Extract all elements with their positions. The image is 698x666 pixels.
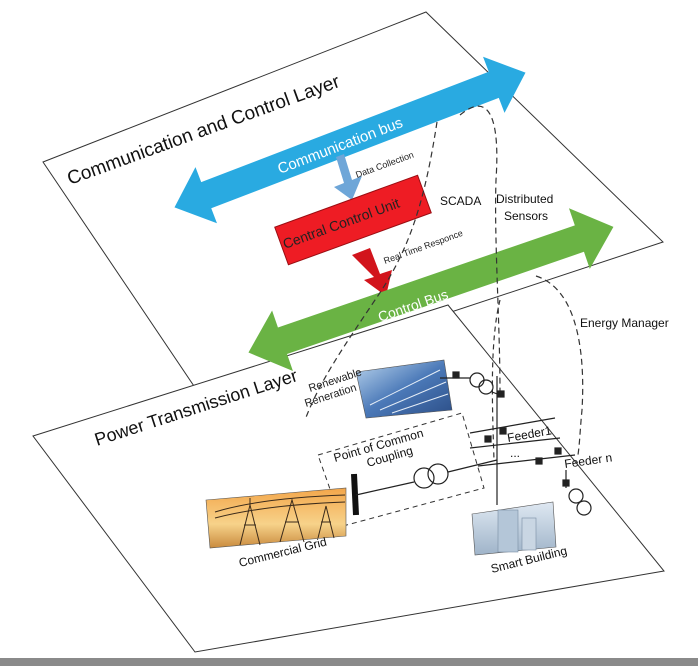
feedern-transformer [562,470,592,516]
scada-label: SCADA [440,194,481,208]
distributed-sensors-label-1: Distributed [496,192,553,206]
energy-manager-label: Energy Manager [580,316,669,330]
pcc-transformer [413,463,449,489]
distributed-sensors-label-2: Sensors [504,209,548,223]
central-control-unit-box [274,174,432,266]
bottom-border-strip [0,658,698,666]
communication-bus-arrow [174,56,526,224]
power-transmission-layer-plane [32,304,665,653]
scada-dashed-link [304,121,438,421]
smart-building-image [471,501,557,556]
real-time-response-arrow [352,248,392,296]
feedern-label: Feeder n [563,450,613,471]
grid-busbar [351,473,359,516]
data-collection-arrow [328,154,362,200]
renewable-generation-image [355,359,453,419]
energy-manager-dashed-link [535,275,584,456]
control-bus-arrow [248,208,614,372]
feeder-lines [469,376,576,505]
sensors-to-feeder-dashed [491,299,501,461]
renewable-transformer [440,371,505,398]
commercial-grid-image [205,487,347,549]
feeder-dots-label: ... [510,446,520,460]
distributed-sensors-dashed-link [459,105,501,395]
grid-to-pcc-line [355,481,415,496]
pcc-to-bus-line [447,459,498,473]
